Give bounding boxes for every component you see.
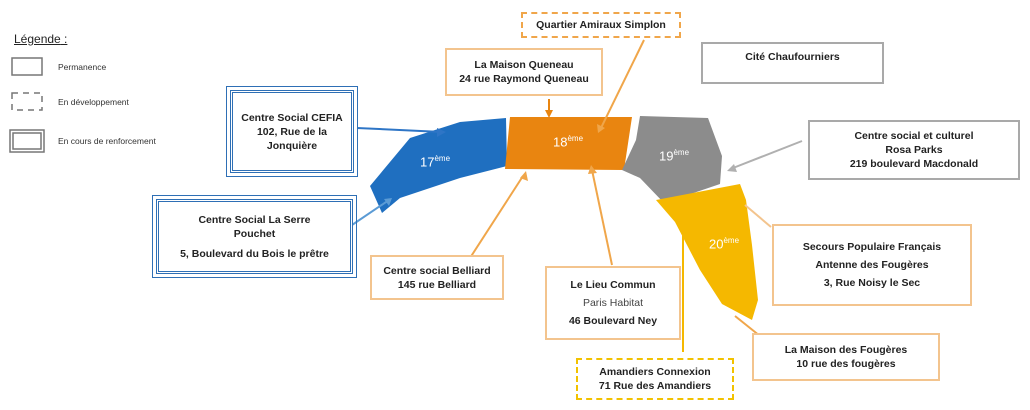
site-fougeres: La Maison des Fougères 10 rue des fougèr… bbox=[752, 333, 940, 381]
legend-swatch-permanence bbox=[11, 57, 43, 76]
site-serre-name: Centre Social La Serre bbox=[198, 213, 311, 226]
district-17-label: 17ème bbox=[420, 154, 451, 170]
site-amiraux-name: Quartier Amiraux Simplon bbox=[536, 19, 666, 31]
site-queneau-name: La Maison Queneau bbox=[474, 59, 574, 71]
site-lieucommun-address: 46 Boulevard Ney bbox=[568, 315, 658, 327]
site-serre-frame bbox=[152, 195, 357, 278]
site-secours-antenna: Antenne des Fougères bbox=[815, 259, 929, 271]
connectors bbox=[351, 39, 803, 352]
site-belliard-name: Centre social Belliard bbox=[383, 264, 491, 277]
site-queneau: La Maison Queneau 24 rue Raymond Queneau bbox=[445, 48, 603, 96]
district-19-label: 19ème bbox=[659, 148, 690, 164]
site-belliard-address: 145 rue Belliard bbox=[397, 278, 477, 291]
site-amandiers-address: 71 Rue des Amandiers bbox=[598, 380, 712, 392]
site-rosaparks-name-2: Rosa Parks bbox=[885, 144, 943, 156]
site-cefia-address-1: 102, Rue de la bbox=[256, 125, 328, 138]
site-serre: Centre Social La Serre Pouchet 5, Boulev… bbox=[156, 199, 353, 274]
district-19-shape bbox=[622, 116, 722, 203]
site-amiraux: Quartier Amiraux Simplon bbox=[521, 12, 681, 38]
site-chaufourniers-name: Cité Chaufourniers bbox=[745, 51, 840, 63]
site-fougeres-name: La Maison des Fougères bbox=[784, 344, 908, 356]
district-20-label: 20ème bbox=[709, 236, 740, 252]
site-fougeres-address: 10 rue des fougères bbox=[796, 358, 896, 370]
district-17-shape bbox=[370, 118, 507, 213]
site-belliard: Centre social Belliard 145 rue Belliard bbox=[370, 255, 504, 300]
site-serre-name-2: Pouchet bbox=[233, 227, 276, 240]
legend-swatch-development bbox=[11, 92, 43, 111]
site-rosaparks-address: 219 boulevard Macdonald bbox=[849, 158, 979, 170]
site-rosaparks: Centre social et culturel Rosa Parks 219… bbox=[808, 120, 1020, 180]
site-cefia-address-2: Jonquière bbox=[266, 139, 318, 152]
site-secours: Secours Populaire Français Antenne des F… bbox=[772, 224, 972, 306]
site-lieucommun-name: Le Lieu Commun bbox=[570, 279, 656, 291]
site-secours-name: Secours Populaire Français bbox=[802, 241, 942, 253]
site-amandiers: Amandiers Connexion 71 Rue des Amandiers bbox=[576, 358, 734, 400]
site-cefia-frame bbox=[226, 86, 358, 177]
site-queneau-address: 24 rue Raymond Queneau bbox=[459, 73, 589, 85]
site-amandiers-name: Amandiers Connexion bbox=[599, 366, 711, 378]
district-18-label: 18ème bbox=[553, 134, 584, 150]
district-20-shape bbox=[656, 184, 758, 320]
site-lieucommun-org: Paris Habitat bbox=[582, 297, 644, 309]
site-cefia: Centre Social CEFIA 102, Rue de la Jonqu… bbox=[230, 90, 354, 173]
legend-label-reinforcement: En cours de renforcement bbox=[58, 136, 156, 146]
site-chaufourniers: Cité Chaufourniers bbox=[701, 42, 884, 84]
site-secours-address: 3, Rue Noisy le Sec bbox=[823, 277, 921, 289]
site-rosaparks-name: Centre social et culturel bbox=[854, 130, 974, 142]
site-lieucommun: Le Lieu Commun Paris Habitat 46 Boulevar… bbox=[545, 266, 681, 340]
legend-title: Légende : bbox=[14, 32, 68, 46]
legend-label-permanence: Permanence bbox=[58, 62, 107, 72]
legend-label-development: En développement bbox=[58, 97, 129, 107]
site-serre-address: 5, Boulevard du Bois le prêtre bbox=[180, 247, 329, 260]
site-cefia-name: Centre Social CEFIA bbox=[241, 111, 343, 124]
